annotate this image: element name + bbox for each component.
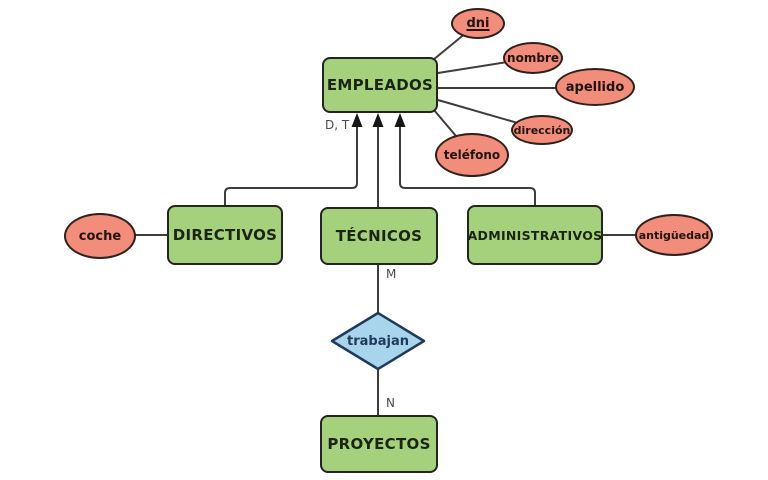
attribute-telefono: teléfono: [435, 133, 509, 177]
attribute-coche: coche: [64, 213, 136, 259]
entity-proyectos: PROYECTOS: [320, 415, 438, 473]
entity-tecnicos: TÉCNICOS: [320, 207, 438, 265]
arrowhead-middle-icon: [372, 113, 384, 127]
entity-empleados: EMPLEADOS: [322, 57, 438, 113]
attribute-direccion: dirección: [511, 115, 573, 145]
relationship-diamond: [330, 311, 426, 371]
arrowhead-right-icon: [394, 113, 406, 127]
cardinality-m-label: M: [386, 267, 397, 281]
relationship-trabajan-label: trabajan: [347, 333, 409, 349]
entity-administrativos: ADMINISTRATIVOS: [467, 205, 603, 265]
attribute-nombre: nombre: [503, 42, 563, 74]
attribute-dni-label: dni: [466, 16, 490, 31]
generalization-constraint-label: D, T: [325, 118, 350, 132]
attribute-apellido: apellido: [555, 68, 635, 106]
attribute-antiguedad: antigüedad: [635, 214, 713, 256]
attribute-dni: dni: [451, 8, 505, 39]
isa-connector-administrativos: [399, 118, 536, 208]
entity-directivos: DIRECTIVOS: [167, 205, 283, 265]
isa-connector-directivos: [224, 118, 358, 208]
arrowhead-left-icon: [351, 113, 363, 127]
cardinality-n-label: N: [386, 396, 395, 410]
